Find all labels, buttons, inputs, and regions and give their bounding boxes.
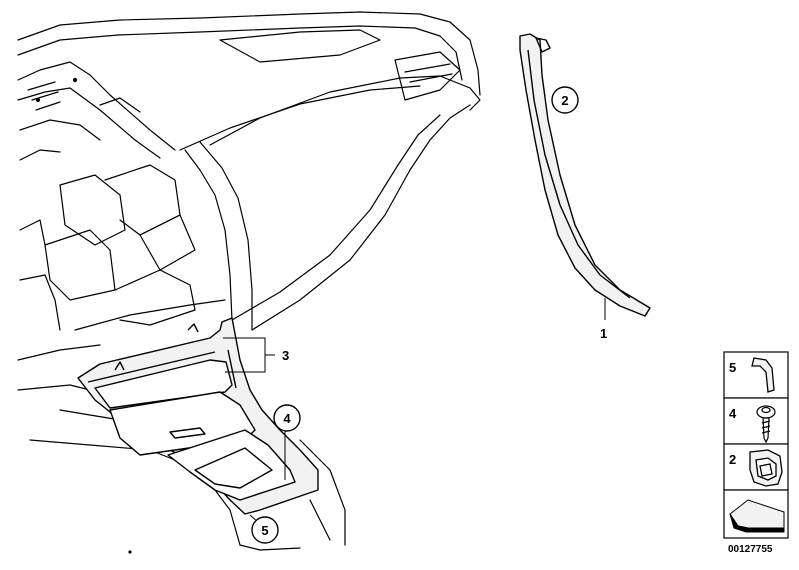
legend-row-symbol [729,499,785,533]
a-pillar-trim [519,33,651,317]
clamp-icon [749,449,783,487]
callout-5: 5 [251,516,279,544]
legend-number-5: 5 [729,360,736,375]
legend-number-2: 2 [729,452,736,467]
legend-number-4: 4 [729,406,737,421]
callout-1: 1 [600,326,607,341]
image-number: 00127755 [728,544,773,555]
callout-1-label: 1 [600,326,607,341]
legend-row-5: 5 [729,357,775,393]
arrow-symbol-icon [729,499,785,533]
center-console-trim [77,317,319,515]
callout-3: 3 [282,348,289,363]
callout-4-label: 4 [283,411,291,426]
callout-2-label: 2 [561,93,568,108]
legend-row-4: 4 [729,405,776,444]
legend-row-2: 2 [729,449,783,487]
callout-4: 4 [273,404,301,432]
callout-2: 2 [551,86,579,114]
callout-3-label: 3 [282,348,289,363]
screw-icon [756,405,776,444]
clip-icon [751,357,775,393]
callout-5-label: 5 [261,523,268,538]
